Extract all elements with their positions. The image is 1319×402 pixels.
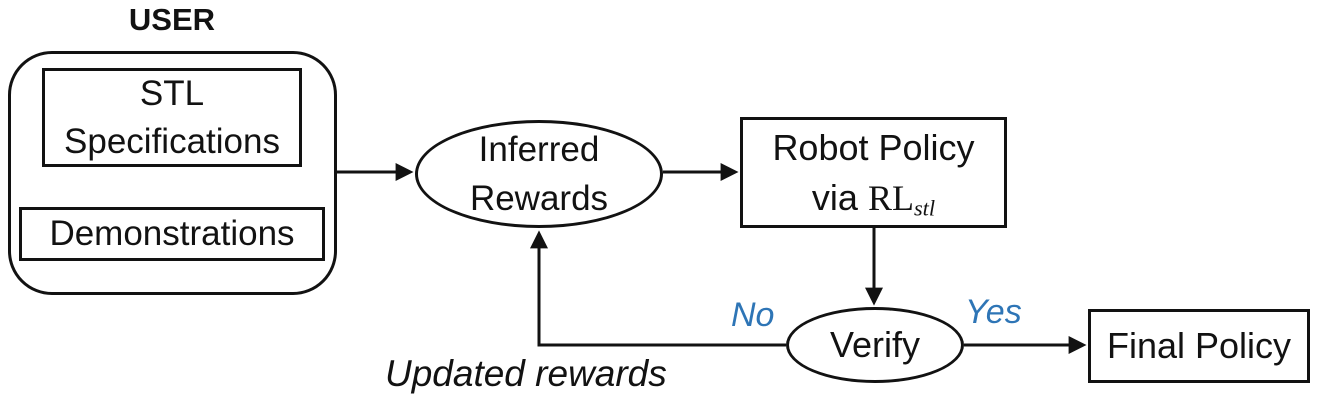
arrow-feedback-no-path bbox=[530, 230, 786, 347]
robot-policy-via: via bbox=[811, 176, 858, 218]
verify-node: Verify bbox=[786, 307, 964, 383]
robot-policy-subscript: stl bbox=[913, 195, 936, 221]
demonstrations-node: Demonstrations bbox=[19, 207, 325, 261]
no-edge-label: No bbox=[731, 296, 775, 334]
yes-edge-label: Yes bbox=[965, 293, 1022, 331]
stl-specifications-node: STL Specifications bbox=[42, 68, 302, 167]
robot-policy-line2: via RLstl bbox=[812, 173, 935, 223]
final-policy-node: Final Policy bbox=[1088, 309, 1310, 383]
robot-policy-node: Robot Policy via RLstl bbox=[740, 117, 1007, 228]
user-group-box: STL Specifications Demonstrations bbox=[8, 51, 337, 295]
inferred-rewards-node: Inferred Rewards bbox=[415, 120, 663, 228]
user-group-label: USER bbox=[128, 2, 216, 37]
updated-rewards-label: Updated rewards bbox=[385, 353, 667, 394]
robot-policy-line1: Robot Policy bbox=[772, 126, 975, 168]
robot-policy-rl: RL bbox=[867, 177, 914, 218]
